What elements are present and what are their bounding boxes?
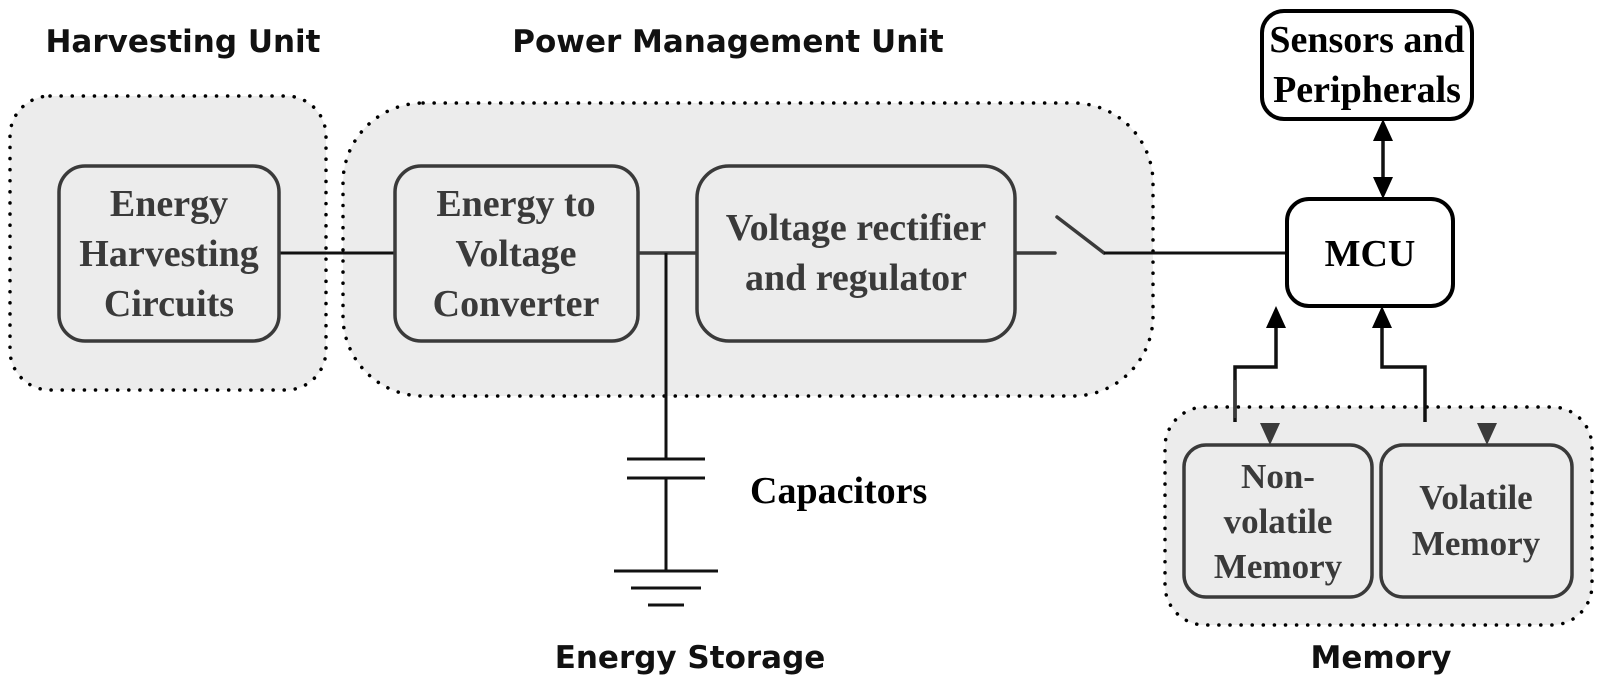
block-text-line: Sensors and bbox=[1269, 19, 1464, 61]
energy-storage-label: Energy Storage bbox=[555, 640, 826, 676]
block-text-line: Volatile bbox=[1419, 478, 1532, 517]
block-text-line: volatile bbox=[1224, 502, 1333, 541]
mcu-block: MCU bbox=[1285, 197, 1455, 308]
memory-group-label: Memory bbox=[1311, 640, 1452, 676]
block-text-line: and regulator bbox=[745, 257, 967, 299]
energy-harvesting-circuits-block: Energy Harvesting Circuits bbox=[57, 164, 281, 343]
ground-icon bbox=[614, 569, 718, 607]
non-volatile-memory-block: Non- volatile Memory bbox=[1182, 443, 1374, 599]
capacitors-label: Capacitors bbox=[750, 470, 927, 512]
power-management-unit-label: Power Management Unit bbox=[512, 24, 944, 60]
block-text-line: Peripherals bbox=[1273, 69, 1461, 111]
block-text-line: Memory bbox=[1214, 547, 1343, 586]
capacitor-icon bbox=[627, 457, 705, 571]
block-text-line: Converter bbox=[433, 283, 600, 325]
voltage-rectifier-regulator-block: Voltage rectifier and regulator bbox=[695, 164, 1017, 343]
sensors-peripherals-block: Sensors and Peripherals bbox=[1260, 9, 1474, 121]
bidirectional-arrow-icon bbox=[1372, 306, 1497, 445]
block-text-line: Energy to bbox=[436, 183, 595, 225]
harvesting-unit-label: Harvesting Unit bbox=[45, 24, 320, 60]
block-text-line: Harvesting bbox=[79, 233, 258, 275]
bidirectional-arrow-icon bbox=[1233, 306, 1286, 445]
block-text-line: Voltage bbox=[455, 233, 576, 275]
block-text-line: Energy bbox=[110, 183, 228, 225]
block-text-line: Voltage rectifier bbox=[726, 207, 987, 249]
block-text-line: MCU bbox=[1325, 233, 1416, 275]
block-text-line: Circuits bbox=[104, 283, 234, 325]
energy-to-voltage-converter-block: Energy to Voltage Converter bbox=[393, 164, 640, 343]
volatile-memory-block: Volatile Memory bbox=[1379, 443, 1574, 599]
switch-icon bbox=[1055, 215, 1287, 255]
block-text-line: Memory bbox=[1412, 524, 1541, 563]
bidirectional-arrow-icon bbox=[1373, 119, 1393, 199]
block-text-line: Non- bbox=[1241, 457, 1315, 496]
